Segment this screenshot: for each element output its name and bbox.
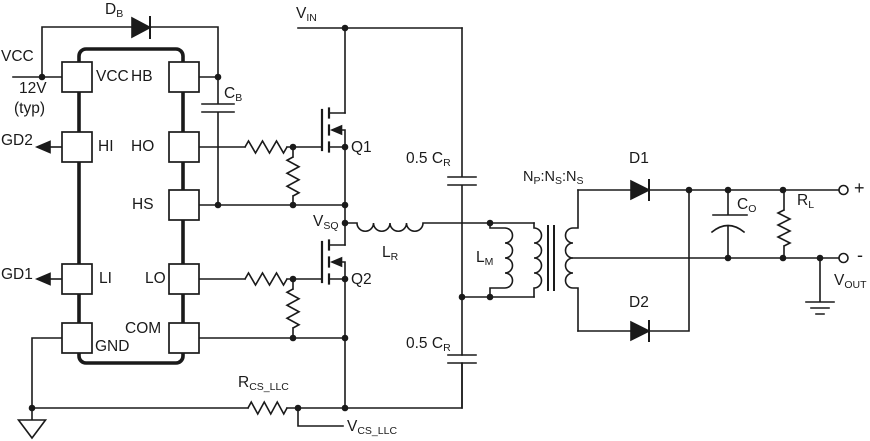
bootstrap-cap-label: CB [224,85,243,104]
ic-outline [77,47,185,365]
vsq-label: VSQ [313,213,339,232]
pin-label-lo: LO [145,270,166,287]
pin-label-hs: HS [132,196,154,213]
resonant-inductor [344,222,535,232]
output-cap-label: CO [737,196,757,215]
pin-label-ho: HO [131,138,155,155]
rectifier-diode-2 [630,320,651,342]
bootstrap-diode [131,16,152,39]
gd2-label: GD2 [1,132,33,149]
output-ground [805,257,835,315]
minus-terminal-label: - [857,245,863,265]
transformer-primary [533,222,543,298]
pin-label-vcc: VCC [96,68,129,85]
supply-note-label: (typ) [14,100,45,117]
d1-label: D1 [629,150,649,167]
left-ground [16,407,48,440]
resonant-cap-top-label: 0.5 CR [406,150,451,169]
rectifier-diode-1 [630,179,651,201]
bootstrap-diode-label: DB [105,1,124,20]
gd2-arrow [34,140,63,154]
pin-label-hi: HI [98,138,114,155]
turns-ratio-label: NP:NS:NS [523,169,584,187]
pin-label-gnd: GND [95,338,130,355]
minus-terminal [838,252,849,264]
plus-terminal [838,184,849,196]
pin-label-com: COM [125,320,162,337]
load-resistor-label: RL [797,192,815,211]
bootstrap-cap [201,76,235,206]
resonant-inductor-label: LR [382,244,399,263]
plus-terminal-label: + [854,178,865,198]
vcc-supply-label: VCC [1,48,34,65]
resonant-cap-bottom-label: 0.5 CR [406,335,451,354]
transformer-secondary [564,189,579,332]
gd1-label: GD1 [1,266,33,283]
q2-mosfet [320,239,346,285]
vout-label: VOUT [834,272,867,291]
supply-voltage-label: 12V [19,80,47,97]
magnetizing-inductor [489,222,514,298]
load-resistor [776,189,792,259]
output-cap [710,189,748,259]
vcc-wire [12,26,219,78]
d2-label: D2 [629,294,649,311]
q2-pulldown-resistor [285,278,301,339]
resonant-cap-top [447,27,477,356]
gd1-arrow [34,272,63,286]
gnd-wire [31,337,63,409]
q2-label: Q2 [351,271,372,288]
q1-mosfet [320,107,346,153]
pin-label-hb: HB [131,68,153,85]
q1-label: Q1 [351,139,372,156]
current-sense-resistor-label: RCS_LLC [238,374,289,393]
q1-pulldown-resistor [285,146,301,206]
ic-pin-boxes [61,61,200,354]
transformer-core [547,225,555,291]
vcs-label: VCS_LLC [347,418,398,437]
magnetizing-inductor-label: LM [476,249,494,268]
vcs-tap-wire [297,407,344,427]
junction-dots [28,24,824,412]
q2-gate-resistor [198,271,323,287]
vin-label: VIN [296,5,317,24]
current-sense-resistor [31,362,463,416]
pin-label-li: LI [99,270,112,287]
